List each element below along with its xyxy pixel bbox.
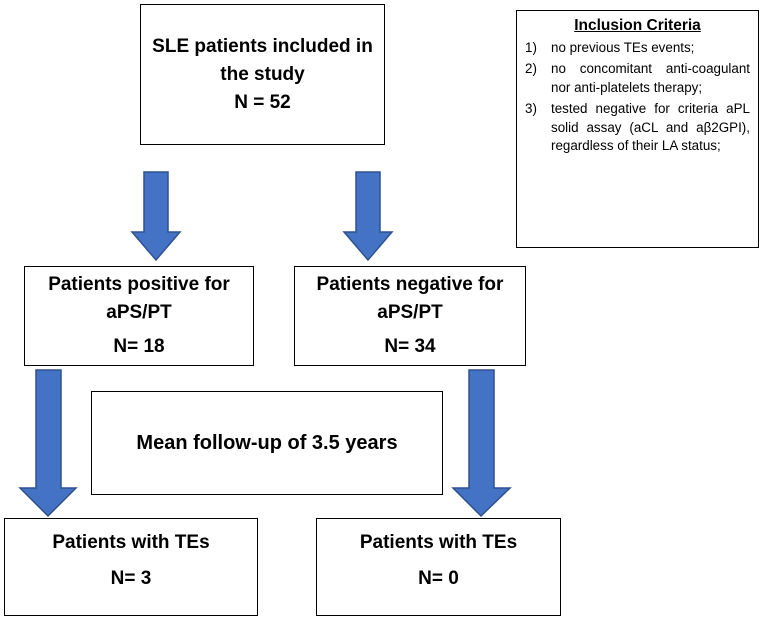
inclusion-criteria-title: Inclusion Criteria	[574, 17, 701, 34]
negative-patients-line1: Patients negative for	[316, 274, 504, 295]
positive-patients-box: Patients positive for aPS/PT N= 18	[24, 266, 254, 366]
te-positive-count: N= 3	[110, 568, 152, 589]
negative-patients-box: Patients negative for aPS/PT N= 34	[294, 266, 526, 366]
follow-up-box: Mean follow-up of 3.5 years	[91, 391, 443, 495]
te-negative-box: Patients with TEs N= 0	[316, 518, 561, 616]
sle-patients-line2: the study	[220, 63, 305, 85]
arrow-negative-to-te	[451, 369, 512, 518]
criteria-item: 2) no concomitant anti-coagulant nor ant…	[525, 60, 750, 97]
positive-patients-count: N= 18	[113, 336, 165, 357]
positive-patients-line1: Patients positive for	[48, 274, 230, 295]
sle-patients-box: SLE patients included in the study N = 5…	[140, 4, 385, 145]
inclusion-criteria-box: Inclusion Criteria 1) no previous TEs ev…	[516, 10, 759, 248]
criteria-item-text: no concomitant anti-coagulant nor anti-p…	[551, 61, 750, 95]
criteria-item: 3) tested negative for criteria aPL soli…	[525, 100, 750, 156]
positive-patients-line2: aPS/PT	[106, 302, 172, 323]
criteria-item-number: 3)	[525, 101, 537, 116]
arrow-positive-to-te	[18, 369, 78, 518]
criteria-item-number: 1)	[525, 39, 537, 55]
te-positive-label: Patients with TEs	[52, 532, 210, 553]
criteria-item: 1) no previous TEs events;	[525, 39, 750, 58]
sle-patients-count: N = 52	[234, 91, 291, 113]
sle-patients-line1: SLE patients included in	[152, 35, 373, 57]
inclusion-criteria-list: 1) no previous TEs events; 2) no concomi…	[525, 39, 750, 156]
criteria-item-text: no previous TEs events;	[551, 39, 695, 55]
arrow-top-to-negative	[342, 171, 394, 262]
negative-patients-line2: aPS/PT	[377, 302, 443, 323]
criteria-item-number: 2)	[525, 61, 537, 76]
te-negative-label: Patients with TEs	[359, 532, 518, 553]
arrow-top-to-positive	[130, 171, 182, 262]
te-negative-count: N= 0	[418, 568, 459, 589]
follow-up-label: Mean follow-up of 3.5 years	[136, 432, 398, 454]
te-positive-box: Patients with TEs N= 3	[4, 518, 258, 616]
negative-patients-count: N= 34	[384, 336, 436, 357]
criteria-item-text: tested negative for criteria aPL solid a…	[551, 101, 750, 153]
